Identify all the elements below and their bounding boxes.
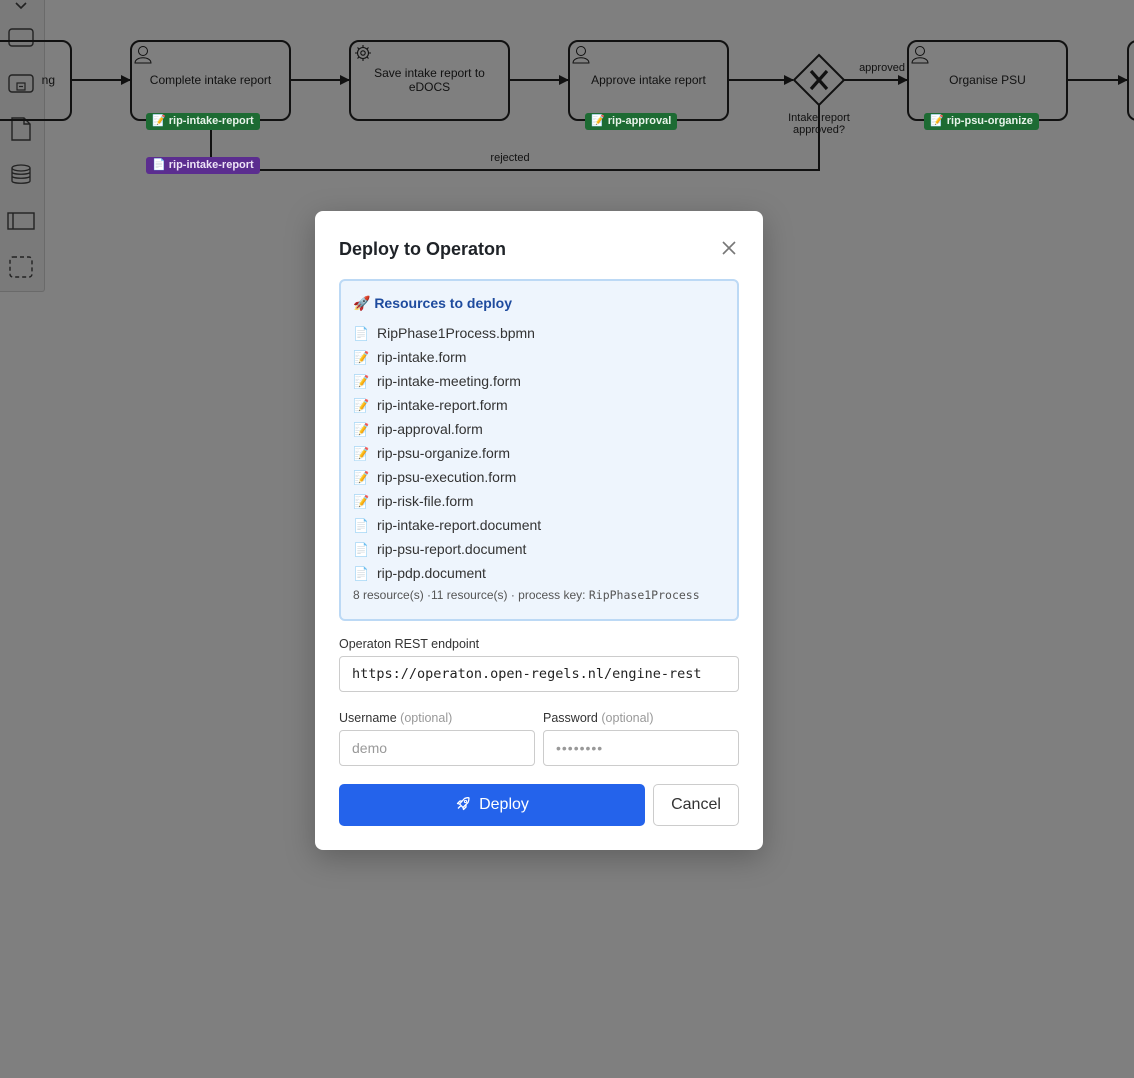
rejected-edge-label: rejected [490,152,530,164]
list-item: 📄 rip-psu-report.document [353,537,541,561]
form-icon: 📝 [353,350,370,365]
username-label-text: Username [339,711,397,725]
optional-hint: (optional) [601,711,654,725]
document-tag[interactable]: 📄 rip-intake-report [146,157,260,174]
exclusive-gateway-icon [809,69,829,91]
pool-tool-icon[interactable] [7,207,35,235]
task-label: ng [41,73,55,87]
task-label: Complete intake report [149,73,272,87]
bpmn-diagram [0,40,1134,171]
resources-panel: 🚀 Resources to deploy 📄 RipPhase1Process.… [339,279,739,621]
task-tool-icon[interactable] [7,23,35,51]
close-icon[interactable] [719,238,739,258]
resource-name: rip-risk-file.form [377,493,474,509]
resources-list: 📄RipPhase1Process.bpmn 📝rip-intake.form … [353,321,541,585]
list-item: 📝 rip-intake.form [353,345,541,369]
document-icon: 📄 [353,542,370,557]
resource-name: rip-intake-report.document [377,517,542,533]
chevron-down-icon[interactable] [7,0,35,23]
palette-toolbar [0,0,45,292]
form-tag[interactable]: 📝 rip-approval [585,113,678,130]
list-item: 📝 rip-intake-report.form [353,393,541,417]
form-icon: 📝 [353,374,370,389]
list-item: 📝 rip-psu-organize.form [353,441,541,465]
resource-name: rip-intake-report.form [377,397,508,413]
document-icon: 📄 [353,326,370,341]
summary-text: 8 resource(s) ·11 resource(s) · process … [353,588,589,602]
resource-name: rip-psu-execution.form [377,469,517,485]
gateway-label: Intake report approved? [788,112,850,136]
dialog-title: Deploy to Operaton [339,239,507,259]
user-task-icon [134,46,929,64]
form-icon: 📝 [353,470,370,485]
resource-name: rip-psu-organize.form [377,445,511,461]
approved-edge-label: approved [859,62,905,74]
group-tool-icon[interactable] [7,253,35,281]
form-icon: 📝 [353,422,370,437]
resources-summary: 8 resource(s) ·11 resource(s) · process … [353,588,700,602]
task-shape[interactable] [1127,40,1134,121]
subprocess-tool-icon[interactable] [7,69,35,97]
endpoint-label: Operaton REST endpoint [339,637,480,651]
form-icon: 📝 [353,446,370,461]
resource-name: rip-psu-report.document [377,541,527,557]
task-label: Save intake report to eDOCS [374,66,485,94]
cancel-button[interactable]: Cancel [653,784,739,826]
username-input[interactable]: demo [339,730,535,766]
deploy-button[interactable]: Deploy [339,784,645,826]
optional-hint: (optional) [400,711,453,725]
form-tag[interactable]: 📝 rip-intake-report [146,113,260,130]
resource-name: RipPhase1Process.bpmn [377,325,535,341]
task-label: Approve intake report [591,73,706,87]
list-item: 📄 rip-intake-report.document [353,513,541,537]
process-key: RipPhase1Process [588,588,700,602]
form-icon: 📝 [353,398,370,413]
deploy-label: Deploy [479,796,529,813]
resource-name: rip-pdp.document [377,565,486,581]
password-label-text: Password [543,711,598,725]
list-item: 📄 RipPhase1Process.bpmn [353,321,541,345]
password-label: Password (optional) [543,711,654,725]
resource-name: rip-intake-meeting.form [377,373,521,389]
form-icon: 📝 [353,494,370,509]
username-label: Username (optional) [339,711,452,725]
document-icon: 📄 [353,566,370,581]
list-item: 📝 rip-intake-meeting.form [353,369,541,393]
task-label: Organise PSU [949,73,1026,87]
service-task-icon [355,45,371,61]
deploy-dialog: Deploy to Operaton 🚀 Resources to deploy… [315,211,763,850]
rocket-icon [456,797,470,811]
list-item: 📝 rip-approval.form [353,417,541,441]
data-store-tool-icon[interactable] [7,161,35,189]
list-item: 📄 rip-pdp.document [353,561,541,585]
list-item: 📝 rip-psu-execution.form [353,465,541,489]
document-icon: 📄 [353,518,370,533]
list-item: 📝 rip-risk-file.form [353,489,541,513]
password-input[interactable]: •••••••• [543,730,739,766]
resources-header: 🚀 Resources to deploy [353,295,513,311]
form-tag[interactable]: 📝 rip-psu-organize [924,113,1039,130]
resource-name: rip-approval.form [377,421,483,437]
endpoint-input[interactable]: https://operaton.open-regels.nl/engine-r… [339,656,739,692]
resource-name: rip-intake.form [377,349,467,365]
